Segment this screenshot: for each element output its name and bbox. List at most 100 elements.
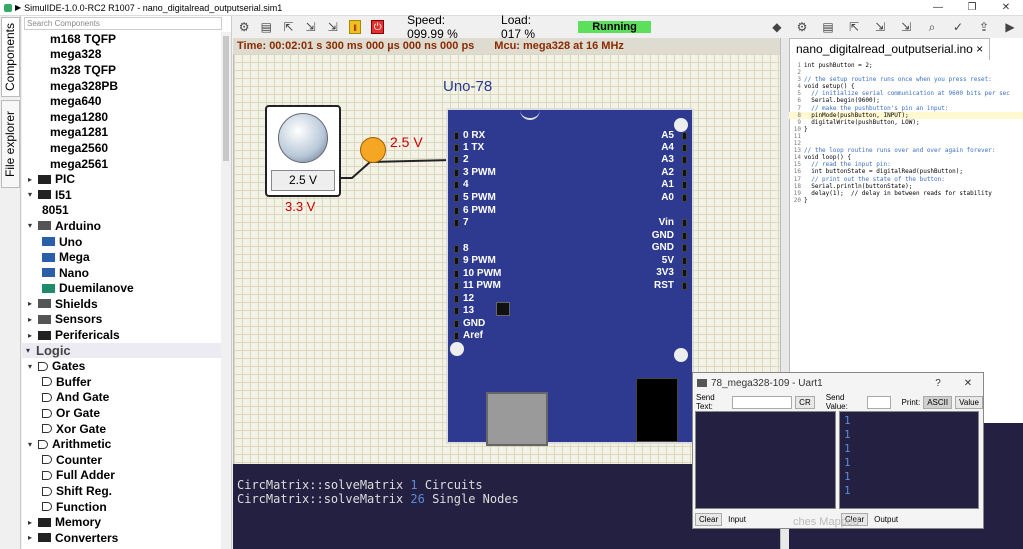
open-icon[interactable]: ⇱ xyxy=(283,20,294,34)
sidebar-item[interactable]: ▾Arduino xyxy=(22,218,231,234)
sidebar-item[interactable]: Counter xyxy=(22,452,231,468)
board-pin[interactable] xyxy=(682,194,687,202)
sidebar-item[interactable]: mega328 xyxy=(22,47,231,63)
gear-icon[interactable]: ⚙ xyxy=(238,20,250,34)
expand-arrow-icon[interactable]: ▾ xyxy=(28,361,33,371)
expand-arrow-icon[interactable]: ▾ xyxy=(28,439,33,449)
find-icon[interactable]: ⌕ xyxy=(928,20,936,34)
sidebar-item[interactable]: mega640 xyxy=(22,93,231,109)
pause-icon[interactable]: ‖ xyxy=(348,20,362,34)
sidebar-item[interactable]: Nano xyxy=(22,265,231,281)
sidebar-item[interactable]: Buffer xyxy=(22,374,231,390)
board-pin[interactable] xyxy=(454,144,459,152)
board-pin[interactable] xyxy=(682,181,687,189)
clear-output-button[interactable]: Clear xyxy=(841,513,869,526)
board-pin[interactable] xyxy=(682,257,687,265)
expand-arrow-icon[interactable]: ▾ xyxy=(26,346,31,356)
sidebar-item[interactable]: Xor Gate xyxy=(22,421,231,437)
new-circuit-icon[interactable]: ▤ xyxy=(260,20,272,34)
board-pin[interactable] xyxy=(682,244,687,252)
board-pin[interactable] xyxy=(454,207,459,215)
board-pin[interactable] xyxy=(682,156,687,164)
expand-arrow-icon[interactable]: ▸ xyxy=(28,517,33,527)
sidebar-scrollbar[interactable] xyxy=(221,32,231,549)
sidebar-item[interactable]: Mega xyxy=(22,249,231,265)
board-pin[interactable] xyxy=(454,194,459,202)
sidebar-item[interactable]: ▸Shields xyxy=(22,296,231,312)
sidebar-item[interactable]: ▾I51 xyxy=(22,187,231,203)
board-pin[interactable] xyxy=(454,156,459,164)
sidebar-item[interactable]: ▸Memory xyxy=(22,514,231,530)
expand-arrow-icon[interactable]: ▸ xyxy=(28,330,33,340)
new-file-icon[interactable]: ▤ xyxy=(822,20,834,34)
knob-dial[interactable] xyxy=(278,113,328,163)
sidebar-item[interactable]: mega1280 xyxy=(22,109,231,125)
sidebar-item[interactable]: m328 TQFP xyxy=(22,62,231,78)
board-pin[interactable] xyxy=(454,169,459,177)
minimize-button[interactable]: — xyxy=(933,2,943,13)
settings-icon[interactable]: ⚙ xyxy=(796,20,808,34)
sidebar-item[interactable]: Duemilanove xyxy=(22,281,231,297)
component-search-input[interactable]: Search Components xyxy=(24,17,222,30)
sidebar-item[interactable]: Full Adder xyxy=(22,468,231,484)
clear-input-button[interactable]: Clear xyxy=(695,513,723,526)
potentiometer[interactable]: 2.5 V xyxy=(265,105,341,197)
send-value-input[interactable] xyxy=(866,395,891,409)
board-pin[interactable] xyxy=(454,320,459,328)
sidebar-item[interactable]: mega2561 xyxy=(22,156,231,172)
save-file-as-icon[interactable]: ⇲ xyxy=(900,20,912,34)
code-editor[interactable] xyxy=(789,38,1023,423)
sidebar-item[interactable]: ▸PIC xyxy=(22,171,231,187)
splitter[interactable] xyxy=(780,38,789,549)
uart-input-pane[interactable] xyxy=(695,411,836,509)
value-button[interactable]: Value xyxy=(955,395,983,409)
board-pin[interactable] xyxy=(682,132,687,140)
open-file-icon[interactable]: ⇱ xyxy=(848,20,860,34)
sidebar-item[interactable]: ▸Sensors xyxy=(22,312,231,328)
expand-arrow-icon[interactable]: ▸ xyxy=(28,314,33,324)
sidebar-item[interactable]: ▾Gates xyxy=(22,358,231,374)
tab-close-icon[interactable]: × xyxy=(976,42,984,56)
board-pin[interactable] xyxy=(682,282,687,290)
board-pin[interactable] xyxy=(682,269,687,277)
expand-arrow-icon[interactable]: ▸ xyxy=(28,174,33,184)
help-button[interactable]: ? xyxy=(935,377,941,389)
board-pin[interactable] xyxy=(454,270,459,278)
expand-arrow-icon[interactable]: ▸ xyxy=(28,299,33,309)
save-file-icon[interactable]: ⇲ xyxy=(874,20,886,34)
board-pin[interactable] xyxy=(682,232,687,240)
save-as-icon[interactable]: ⇲ xyxy=(327,20,338,34)
sidebar-item[interactable]: mega328PB xyxy=(22,78,231,94)
board-pin[interactable] xyxy=(454,257,459,265)
expand-arrow-icon[interactable]: ▸ xyxy=(28,533,33,543)
board-pin[interactable] xyxy=(682,169,687,177)
tab-editor-file[interactable]: nano_digitalread_outputserial.ino × xyxy=(789,38,991,60)
sidebar-item[interactable]: ▸Converters xyxy=(22,530,231,546)
sidebar-item[interactable]: mega2560 xyxy=(22,140,231,156)
board-pin[interactable] xyxy=(682,219,687,227)
board-pin[interactable] xyxy=(454,295,459,303)
board-pin[interactable] xyxy=(454,219,459,227)
sidebar-item[interactable]: Function xyxy=(22,499,231,515)
save-icon[interactable]: ⇲ xyxy=(305,20,316,34)
compile-icon[interactable]: ⇪ xyxy=(978,20,990,34)
sidebar-item[interactable]: ▾Arithmetic xyxy=(22,436,231,452)
sidebar-item[interactable]: 8051 xyxy=(22,203,231,219)
expand-arrow-icon[interactable]: ▾ xyxy=(28,190,33,200)
close-button[interactable]: ✕ xyxy=(1001,2,1011,13)
expand-arrow-icon[interactable]: ▾ xyxy=(28,221,33,231)
ascii-button[interactable]: ASCII xyxy=(923,395,953,409)
sidebar-item[interactable]: m168 TQFP xyxy=(22,31,231,47)
check-icon[interactable]: ✓ xyxy=(952,20,964,34)
board-pin[interactable] xyxy=(454,181,459,189)
voltage-probe[interactable] xyxy=(360,137,386,163)
compass-icon[interactable]: ◆ xyxy=(772,20,782,34)
uart-close-button[interactable]: ✕ xyxy=(963,377,973,389)
maximize-button[interactable]: ❐ xyxy=(967,2,977,13)
board-pin[interactable] xyxy=(454,332,459,340)
run-icon[interactable]: ▶ xyxy=(1005,20,1015,34)
board-pin[interactable] xyxy=(454,307,459,315)
